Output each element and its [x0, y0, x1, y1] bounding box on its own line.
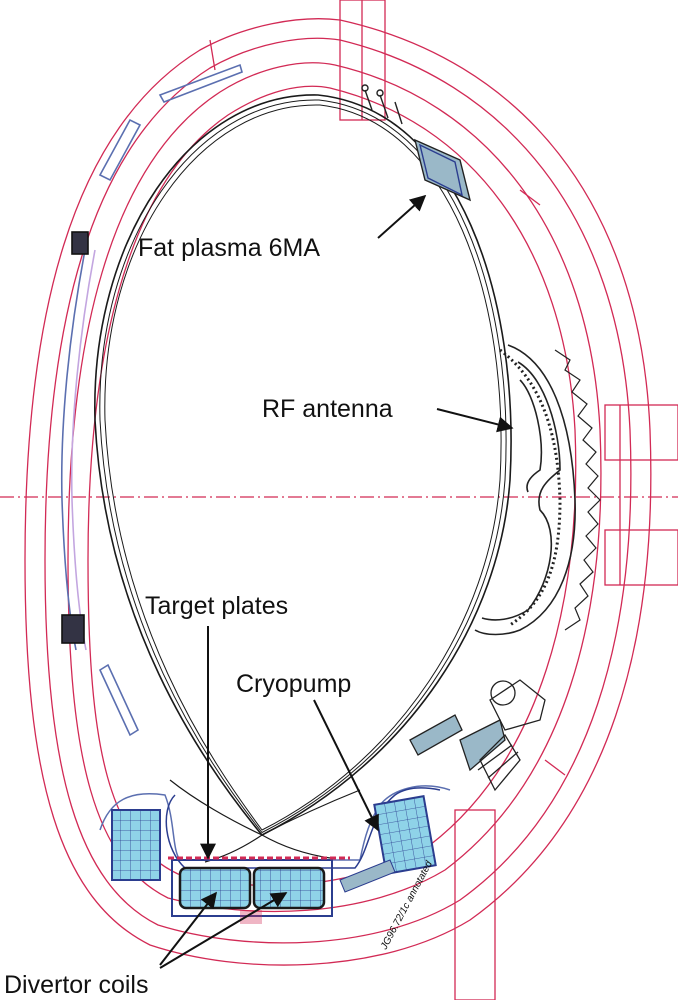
antenna-serrated-edge — [554, 349, 601, 631]
midplane-port-lower — [604, 529, 678, 586]
arrow-divertor-coil-2 — [159, 892, 288, 969]
arrow-antenna — [436, 408, 514, 433]
rf-antenna — [474, 344, 601, 636]
plasma-flux-surface-3 — [104, 104, 502, 831]
divertor-structure — [99, 785, 451, 924]
lower-port — [454, 809, 496, 1000]
label-cryopump: Cryopump — [236, 670, 351, 698]
antenna-inner-loop — [481, 361, 561, 621]
label-fat-plasma: Fat plasma 6MA — [138, 234, 320, 262]
divertor-leg-4 — [261, 789, 361, 836]
label-target-plates: Target plates — [145, 592, 288, 620]
arrow-cryopump — [313, 699, 379, 832]
inner-wall-tiles — [60, 63, 243, 737]
lower-right-components — [409, 679, 546, 792]
arrow-plasma — [377, 194, 427, 239]
divertor-leg-3 — [169, 779, 263, 836]
divertor-leg-2 — [261, 834, 331, 859]
divertor-coil-2 — [252, 866, 326, 910]
midplane-port-upper — [604, 404, 678, 461]
label-divertor-coils: Divertor coils — [4, 971, 148, 999]
divertor-coil-1 — [178, 866, 252, 910]
arrow-divertor-coil-1 — [159, 891, 217, 966]
cryopump-block — [373, 795, 437, 875]
antenna-outer-loop — [474, 344, 576, 636]
inner-divertor-block — [111, 809, 161, 881]
vessel-wall-2 — [44, 37, 632, 944]
vessel-outer-wall — [24, 18, 652, 966]
label-rf-antenna: RF antenna — [262, 395, 393, 423]
plasma-flux-surface-2 — [99, 99, 507, 834]
leader-arrows — [159, 194, 514, 969]
upper-right-component — [361, 84, 472, 202]
lower-right-port-circle — [490, 680, 516, 706]
plasma-boundary — [94, 94, 512, 863]
